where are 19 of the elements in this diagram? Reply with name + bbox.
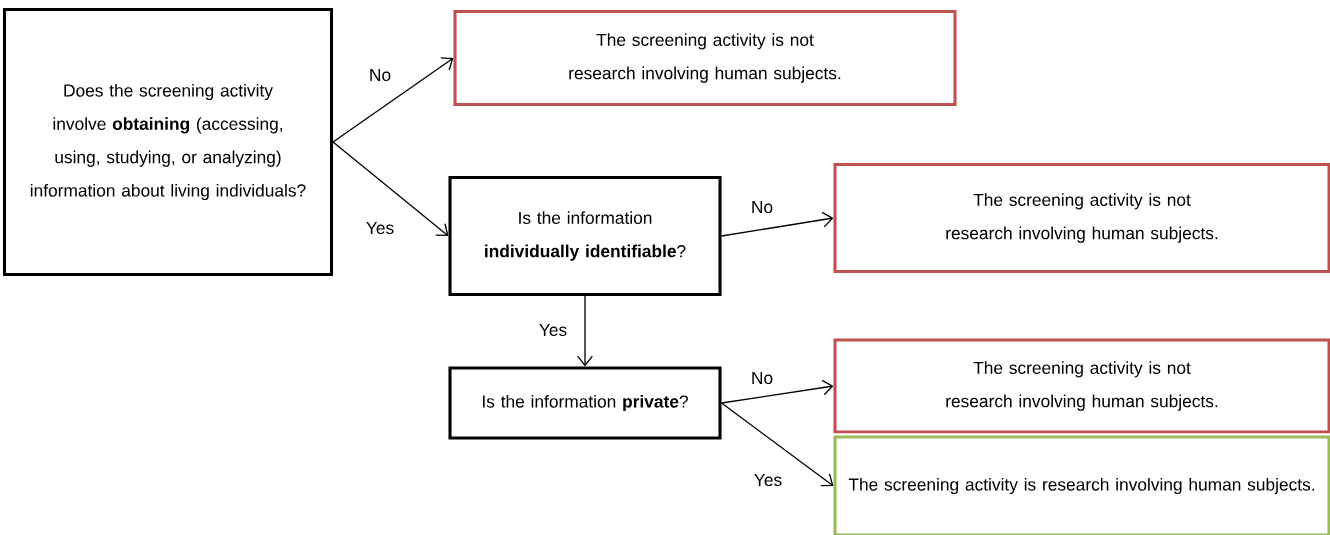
- edge-label: No: [367, 67, 393, 83]
- edge-label: Yes: [752, 472, 784, 488]
- question-box: Is the information individually identifiable?: [448, 175, 722, 297]
- arrow: [577, 295, 593, 367]
- arrow: [720, 402, 834, 487]
- edge-label: No: [749, 370, 775, 386]
- arrow: [332, 141, 449, 236]
- arrow: [332, 57, 454, 143]
- edge-label: Yes: [537, 322, 569, 338]
- outcome-box: The screening activity is not research involving human subjects.: [453, 9, 957, 107]
- question-box: Does the screening activity involve obtaining (accessing, using, studying, or analyzing) information about living individuals?: [2, 7, 334, 277]
- arrow: [720, 211, 834, 237]
- edge-label: No: [749, 199, 775, 215]
- arrow: [720, 379, 834, 404]
- outcome-box: The screening activity is research involving human subjects.: [833, 435, 1330, 535]
- question-box: Is the information private?: [448, 366, 722, 440]
- edge-label: Yes: [364, 220, 396, 236]
- outcome-box: The screening activity is not research involving human subjects.: [833, 338, 1330, 434]
- outcome-box: The screening activity is not research involving human subjects.: [833, 162, 1330, 274]
